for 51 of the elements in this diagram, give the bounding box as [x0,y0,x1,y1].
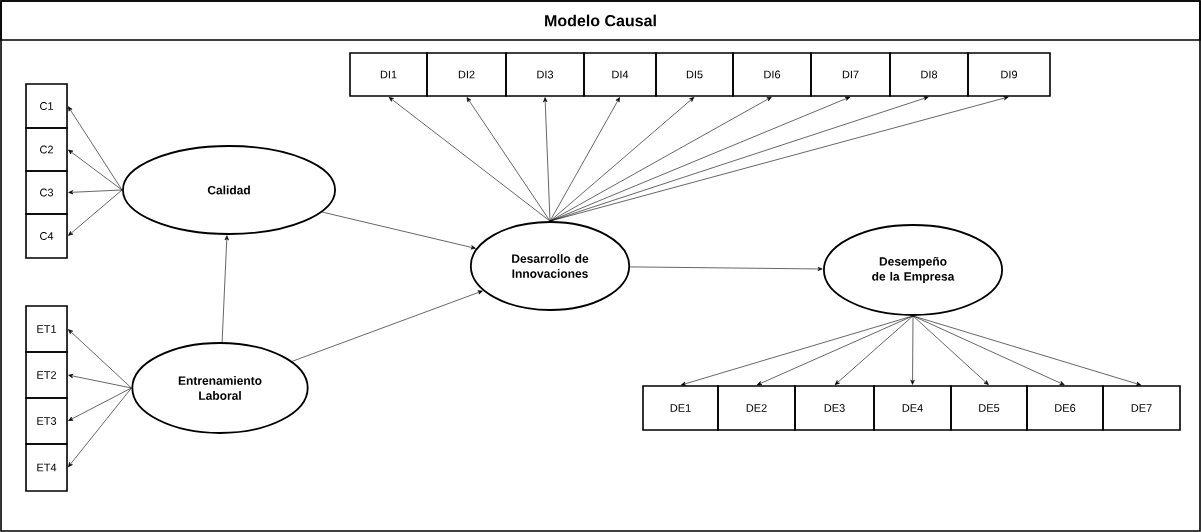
indicator-box: DE6 [1026,385,1104,431]
arrow [68,387,132,468]
indicator-box: C3 [25,170,68,215]
indicator-box: DI7 [810,52,891,97]
arrow [321,211,476,250]
arrow [549,97,695,222]
title-bar: Modelo Causal [0,0,1201,41]
indicator-box: DE1 [642,385,719,431]
arrow [756,315,914,386]
indicator-box: DI6 [732,52,812,97]
indicator-box: DE7 [1102,385,1181,431]
arrow [543,97,551,222]
arrow [549,97,620,222]
indicator-box: DI1 [349,52,428,97]
arrow [388,96,551,222]
indicator-box: DE3 [794,385,875,431]
indicator-box: DI8 [889,52,969,97]
indicator-box: ET2 [25,351,68,399]
indicator-box: DI2 [426,52,507,97]
indicator-box: C2 [25,127,68,172]
arrow [910,315,915,385]
indicator-box: ET1 [25,305,68,353]
arrow [912,315,1142,386]
indicator-box: DE5 [950,385,1028,431]
indicator-box: DE4 [873,385,952,431]
indicator-box: DI9 [967,52,1051,97]
arrow [68,189,123,236]
indicator-box: C4 [25,213,68,259]
arrow [549,96,851,222]
arrow [549,96,772,222]
arrow [67,106,123,191]
arrow [68,373,132,389]
arrow [68,149,123,191]
arrow [68,329,132,389]
arrow [466,97,551,222]
indicator-box: DI4 [583,52,657,97]
indicator-box: DI5 [655,52,734,97]
arrow [912,315,1065,386]
arrow [68,387,132,421]
arrow [291,290,483,362]
arrow [912,315,989,385]
arrow [221,235,229,343]
indicator-box: C1 [25,83,68,129]
arrow [629,266,823,272]
arrow [834,315,914,385]
indicator-box: DE2 [717,385,796,431]
indicator-box: ET3 [25,397,68,445]
indicator-box: DI3 [505,52,585,97]
indicator-box: ET4 [25,443,68,492]
arrow [68,189,123,195]
arrow [549,96,1009,222]
